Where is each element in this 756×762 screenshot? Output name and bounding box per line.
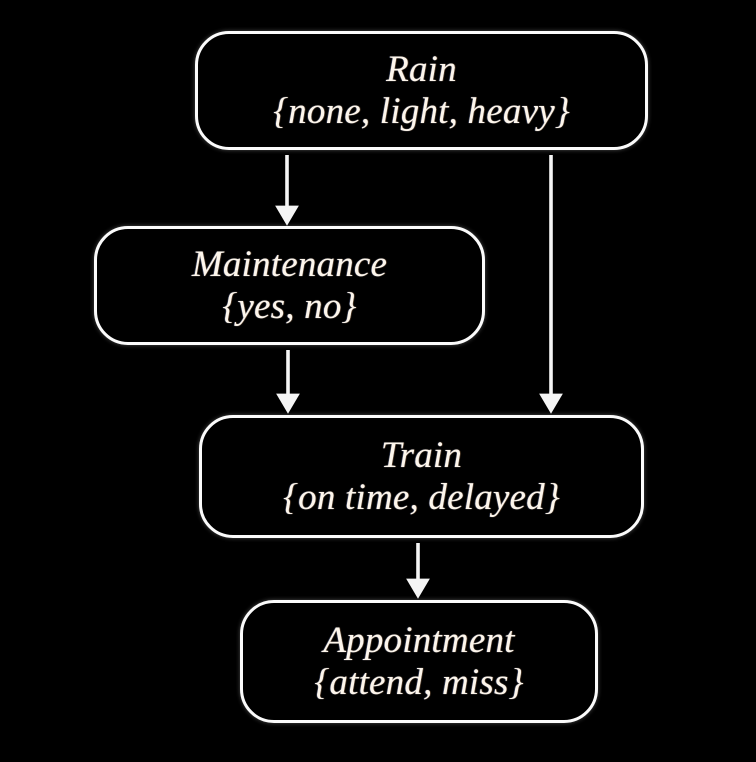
node-appointment[interactable]: Appointment {attend, miss} xyxy=(240,600,598,723)
node-rain[interactable]: Rain {none, light, heavy} xyxy=(195,31,648,150)
node-maintenance-values: {yes, no} xyxy=(222,285,357,327)
node-appointment-title: Appointment xyxy=(323,620,515,662)
node-train[interactable]: Train {on time, delayed} xyxy=(199,415,644,538)
node-maintenance[interactable]: Maintenance {yes, no} xyxy=(94,226,485,345)
node-appointment-values: {attend, miss} xyxy=(314,661,524,703)
node-train-values: {on time, delayed} xyxy=(283,476,560,518)
node-train-title: Train xyxy=(380,435,463,477)
node-maintenance-title: Maintenance xyxy=(191,244,388,286)
node-rain-values: {none, light, heavy} xyxy=(273,90,570,132)
node-rain-title: Rain xyxy=(386,49,457,91)
